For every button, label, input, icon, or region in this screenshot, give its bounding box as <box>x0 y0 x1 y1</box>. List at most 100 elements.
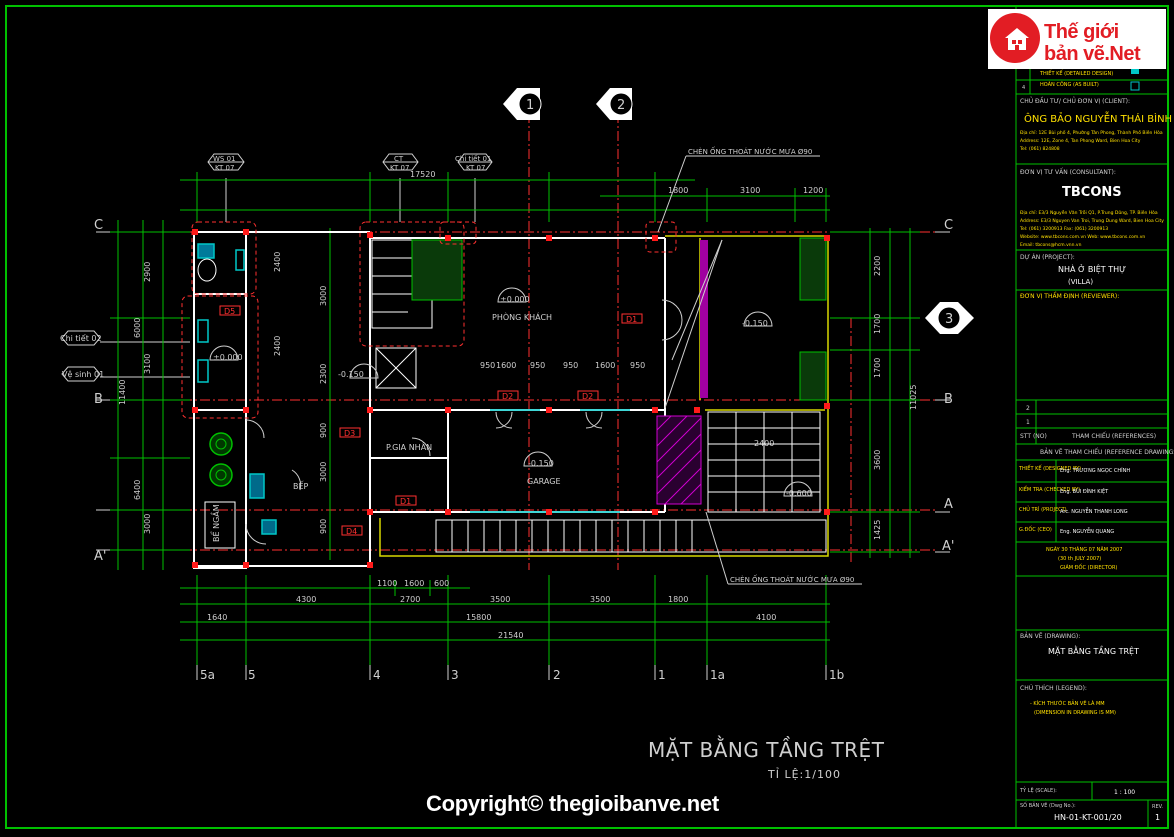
svg-text:Eng. NGUYỄN QUANG: Eng. NGUYỄN QUANG <box>1060 527 1114 535</box>
svg-text:Arc. NGUYỄN THANH LONG: Arc. NGUYỄN THANH LONG <box>1060 507 1128 515</box>
svg-text:D1: D1 <box>400 497 411 506</box>
svg-text:600: 600 <box>434 579 449 588</box>
grid-label-b-right: B <box>944 392 953 407</box>
svg-text:2200: 2200 <box>873 256 882 276</box>
svg-text:-0.150: -0.150 <box>338 370 364 379</box>
svg-text:BẢN VẼ (DRAWING):: BẢN VẼ (DRAWING): <box>1020 632 1080 640</box>
title-block-consultant: ĐƠN VỊ TƯ VẤN (CONSULTANT): TBCONS Địa c… <box>1019 168 1164 248</box>
front-steps <box>435 519 827 553</box>
svg-text:2: 2 <box>617 98 625 113</box>
level-marks <box>209 287 813 497</box>
svg-text:1: 1 <box>526 98 534 113</box>
svg-text:1800: 1800 <box>668 595 688 604</box>
svg-text:3000: 3000 <box>319 286 328 306</box>
svg-text:KIỂM TRA (CHECKED BY): KIỂM TRA (CHECKED BY) <box>1019 485 1080 493</box>
svg-text:4100: 4100 <box>756 613 776 622</box>
grid-axis-markers <box>96 231 950 553</box>
svg-text:1600: 1600 <box>595 361 615 370</box>
svg-text:BẢN VẼ THAM CHIẾU (REFERENCE D: BẢN VẼ THAM CHIẾU (REFERENCE DRAWINGS) <box>1040 448 1174 456</box>
svg-text:SỐ BẢN VẼ (Dwg No.):: SỐ BẢN VẼ (Dwg No.): <box>1020 801 1076 809</box>
logo-line-1: Thế giới <box>1044 21 1119 43</box>
svg-text:1700: 1700 <box>873 314 882 334</box>
svg-text:1600: 1600 <box>496 361 516 370</box>
svg-text:CHỦ TRÌ (PROJECT): CHỦ TRÌ (PROJECT) <box>1019 505 1067 513</box>
garage-ramp-hatch <box>656 415 702 505</box>
svg-text:4300: 4300 <box>296 595 316 604</box>
room-label-living: PHÒNG KHÁCH <box>492 311 552 322</box>
svg-text:2400: 2400 <box>273 336 282 356</box>
svg-text:Địa chỉ: 12E Bùi phố 4, Phường: Địa chỉ: 12E Bùi phố 4, Phường Tân Phong… <box>1020 129 1163 136</box>
columns <box>192 229 830 568</box>
detail-highlights <box>181 221 677 419</box>
svg-text:-0.600: -0.600 <box>786 489 812 498</box>
svg-text:11400: 11400 <box>118 380 127 405</box>
svg-text:NHÀ Ở BIỆT THỰ: NHÀ Ở BIỆT THỰ <box>1058 263 1126 275</box>
title-block-grid <box>1016 66 1168 828</box>
svg-text:MẶT BẰNG TẦNG TRỆT: MẶT BẰNG TẦNG TRỆT <box>1048 644 1139 657</box>
svg-text:3: 3 <box>945 312 953 327</box>
room-label-maid: P.GIA NHÂN <box>386 441 432 452</box>
design-checkbox <box>1131 68 1139 74</box>
svg-text:4: 4 <box>1022 85 1025 91</box>
svg-text:950: 950 <box>563 361 578 370</box>
svg-text:TBCONS: TBCONS <box>1062 185 1122 200</box>
section-tag-detail01: Chi tiết 01 KT 07 <box>455 153 493 222</box>
svg-text:1: 1 <box>1155 813 1160 822</box>
exterior-steps <box>707 411 821 513</box>
svg-text:2: 2 <box>1026 405 1030 412</box>
svg-text:Vệ sinh 01: Vệ sinh 01 <box>62 369 104 379</box>
svg-text:D1: D1 <box>626 315 637 324</box>
svg-text:TỶ LỆ (SCALE):: TỶ LỆ (SCALE): <box>1019 786 1057 794</box>
svg-text:±0.000: ±0.000 <box>213 353 243 362</box>
svg-text:2700: 2700 <box>400 595 420 604</box>
svg-text:6000: 6000 <box>133 318 142 338</box>
svg-text:Chi tiết 02: Chi tiết 02 <box>60 333 102 343</box>
svg-text:-0.150: -0.150 <box>742 319 768 328</box>
title-block-client: CHỦ ĐẦU TƯ/ CHỦ ĐƠN VỊ (CLIENT): ÔNG BẢO… <box>1019 97 1172 152</box>
grid-number-5a: 5a <box>200 668 215 682</box>
grid-label-c-right: C <box>944 218 953 233</box>
svg-text:D2: D2 <box>502 392 513 401</box>
vertical-dimension-text: 11400 2900 6000 3100 6400 3000 2400 3000… <box>118 252 918 540</box>
svg-text:ĐƠN VỊ THẨM ĐỊNH (REVIEWER):: ĐƠN VỊ THẨM ĐỊNH (REVIEWER): <box>1020 292 1119 300</box>
door-swings <box>245 299 683 545</box>
room-label-kitchen: BẾP <box>293 480 309 491</box>
section-tag-ct: CT KT 07 <box>382 153 419 222</box>
svg-text:1600: 1600 <box>404 579 424 588</box>
svg-text:950: 950 <box>630 361 645 370</box>
svg-text:CT: CT <box>394 155 404 163</box>
svg-text:Eng. BÙI ĐÌNH KIỆT: Eng. BÙI ĐÌNH KIỆT <box>1060 487 1109 495</box>
svg-text:G.ĐỐC (CEO): G.ĐỐC (CEO) <box>1019 525 1052 533</box>
svg-text:THIẾT KẾ (DETAILED DESIGN): THIẾT KẾ (DETAILED DESIGN) <box>1039 69 1113 77</box>
planter-hatch <box>411 237 827 401</box>
svg-text:KT 07: KT 07 <box>390 164 409 172</box>
svg-text:Email: tbcons@hcm.vnn.vn: Email: tbcons@hcm.vnn.vn <box>1020 242 1082 248</box>
room-label-tank: BỂ NGẦM <box>209 504 221 542</box>
svg-text:900: 900 <box>319 519 328 534</box>
svg-text:THAM CHIẾU (REFERENCES): THAM CHIẾU (REFERENCES) <box>1071 432 1156 440</box>
grid-number-5: 5 <box>248 668 256 682</box>
svg-text:11025: 11025 <box>909 385 918 410</box>
grid-label-a-prime-left: A' <box>94 549 106 564</box>
title-block-drawing: BẢN VẼ (DRAWING): MẶT BẰNG TẦNG TRỆT CHÚ… <box>1019 632 1163 822</box>
svg-text:Address: E3/3 Nguyen Van Troi,: Address: E3/3 Nguyen Van Troi, Trung Dun… <box>1020 218 1164 224</box>
svg-text:HN-01-KT-001/20: HN-01-KT-001/20 <box>1054 813 1122 822</box>
kitchen-sinks <box>197 258 233 487</box>
house-logo-icon <box>990 13 1040 63</box>
section-tag-ws01: WS 01 KT 07 <box>207 153 245 222</box>
fixtures <box>197 243 630 535</box>
svg-text:3500: 3500 <box>590 595 610 604</box>
svg-text:15800: 15800 <box>466 613 491 622</box>
svg-text:6400: 6400 <box>133 480 142 500</box>
room-labels: PHÒNG KHÁCH GARAGE BẾP P.GIA NHÂN BỂ NGẦ… <box>209 311 561 542</box>
svg-text:1: 1 <box>1026 419 1030 426</box>
svg-text:900: 900 <box>319 423 328 438</box>
svg-text:Chi tiết 01: Chi tiết 01 <box>455 155 491 163</box>
svg-text:CHỦ ĐẦU TƯ/ CHỦ ĐƠN VỊ (CLIENT: CHỦ ĐẦU TƯ/ CHỦ ĐƠN VỊ (CLIENT): <box>1020 97 1130 105</box>
svg-text:CHÚ THÍCH (LEGEND):: CHÚ THÍCH (LEGEND): <box>1020 685 1087 692</box>
svg-text:(30 th JULY 2007): (30 th JULY 2007) <box>1058 556 1101 562</box>
grid-number-2: 2 <box>553 668 561 682</box>
svg-text:2400: 2400 <box>273 252 282 272</box>
drain-note-top: CHÈN ỐNG THOÁT NƯỚC MƯA Ø90 <box>657 146 820 233</box>
